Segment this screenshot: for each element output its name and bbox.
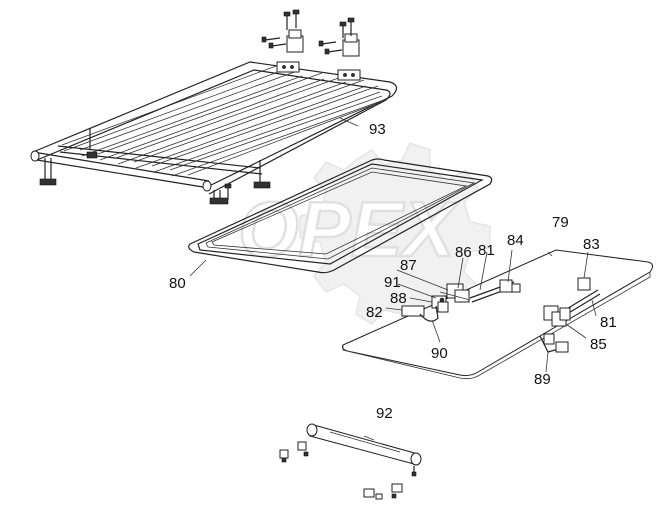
callout-87: 87 — [400, 257, 417, 274]
callout-80: 80 — [169, 275, 186, 292]
callout-84: 84 — [507, 232, 524, 249]
callout-91: 91 — [384, 274, 401, 291]
callout-82: 82 — [366, 304, 383, 321]
callout-90: 90 — [431, 345, 448, 362]
roof-rack-frame — [30, 61, 398, 205]
callout-81-right: 81 — [600, 314, 617, 331]
callout-83: 83 — [583, 236, 600, 253]
callout-86: 86 — [455, 244, 472, 261]
rolled-sunshade — [279, 423, 422, 500]
callout-85: 85 — [590, 336, 607, 353]
callout-89: 89 — [534, 371, 551, 388]
watermark-text: OPEX — [238, 185, 459, 273]
callout-81-left: 81 — [478, 242, 495, 259]
roof-panel — [341, 249, 654, 380]
rack-mount-hardware — [224, 9, 360, 200]
leader-lines — [189, 117, 597, 441]
callout-79: 79 — [552, 214, 569, 231]
callout-93: 93 — [369, 121, 386, 138]
callout-92: 92 — [376, 405, 393, 422]
sunroof-seal-frame — [188, 158, 493, 274]
callout-88: 88 — [390, 290, 407, 307]
callout-labels: 93 80 79 83 84 81 86 87 91 88 82 90 81 8… — [169, 121, 617, 422]
